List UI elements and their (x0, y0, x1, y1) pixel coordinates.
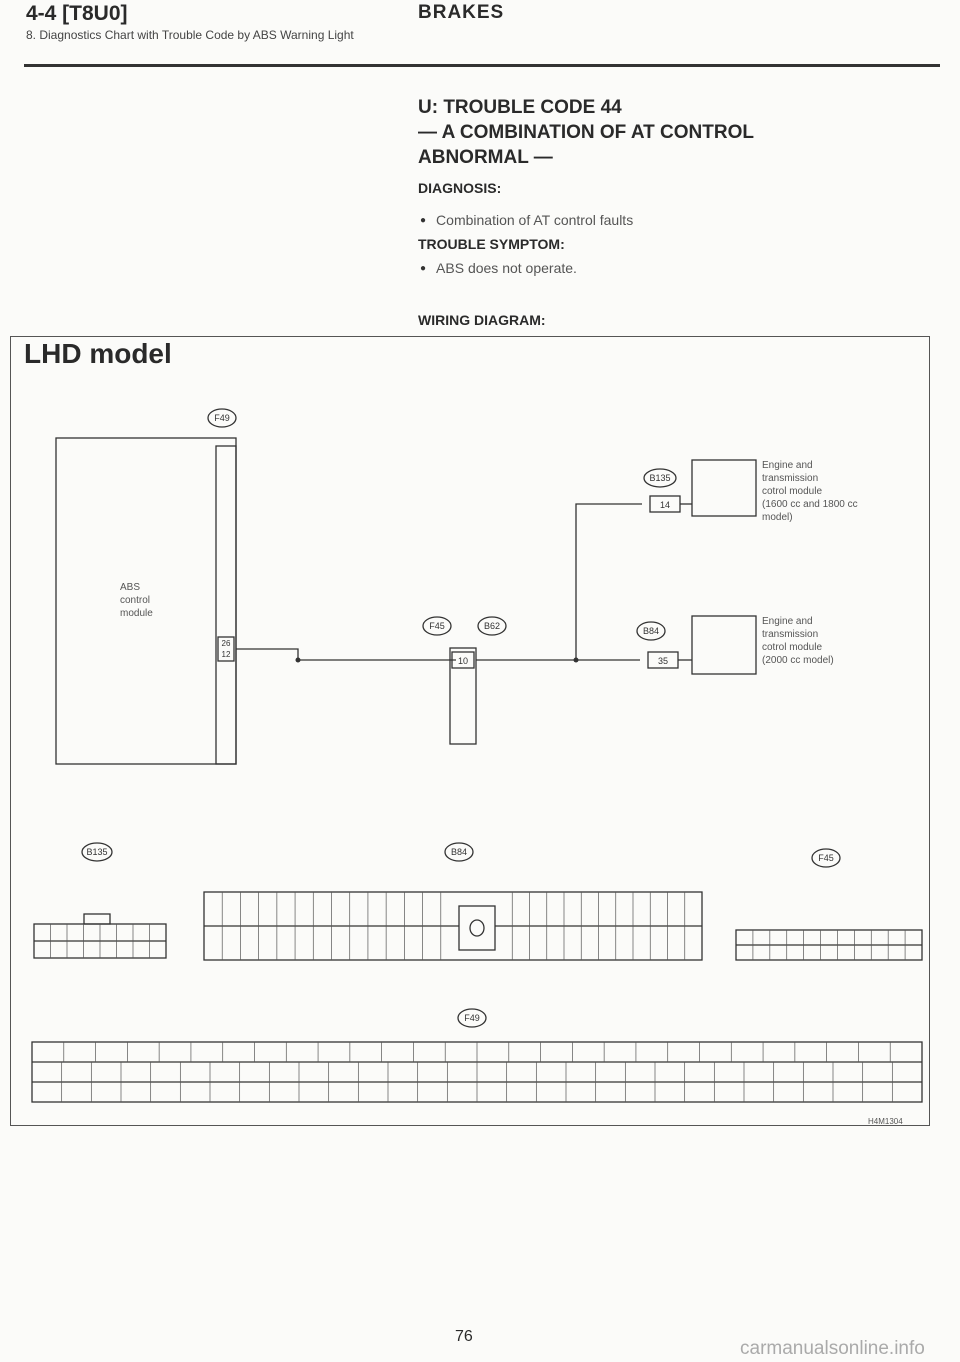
conn-text-bottom-mid: B84 (451, 847, 467, 857)
figure-code: H4M1304 (868, 1117, 903, 1126)
conn-ref-mid-a (422, 616, 452, 636)
conn-ref-bottom-long (457, 1008, 487, 1028)
conn-text-bottom-long: F49 (464, 1013, 480, 1023)
abs-pin-b: 12 (222, 650, 231, 659)
abs-pin-a: 26 (222, 639, 231, 648)
ecm2000-pin: 35 (658, 656, 668, 666)
ecm2000-label-4: (2000 cc model) (762, 655, 834, 666)
title-line-2: — A COMBINATION OF AT CONTROL (418, 122, 754, 143)
mid-pin-box (451, 651, 475, 669)
conn-text-mid-b: B62 (484, 621, 500, 631)
ecm1600-label-1: Engine and (762, 460, 813, 471)
abs-label-3: module (120, 608, 153, 619)
conn-ref-mid-b (477, 616, 507, 636)
wiring-label: WIRING DIAGRAM: (418, 312, 546, 328)
ecm2000-label-3: cotrol module (762, 642, 822, 653)
title-line-1: U: TROUBLE CODE 44 (418, 97, 622, 118)
ecm2000-box (691, 615, 757, 675)
page-number: 76 (455, 1328, 473, 1345)
abs-label-1: ABS (120, 582, 140, 593)
ecm1600-pin: 14 (660, 500, 670, 510)
header-rule (24, 64, 940, 67)
page-ref: 4-4 [T8U0] (26, 2, 128, 25)
conn-text-bottom-left: B135 (86, 847, 107, 857)
symptom-label: TROUBLE SYMPTOM: (418, 236, 565, 252)
conn-ref-ecm2000 (636, 621, 666, 641)
symptom-item: ABS does not operate. (420, 260, 577, 276)
ecm2000-label-1: Engine and (762, 616, 813, 627)
mid-pin: 10 (458, 656, 468, 666)
abs-pin-box (217, 636, 235, 662)
conn-text-bottom-right: F45 (818, 853, 834, 863)
title-line-3: ABNORMAL — (418, 147, 553, 168)
abs-connector-strip (215, 445, 237, 765)
conn-text-mid-a: F45 (429, 621, 445, 631)
section-title: BRAKES (418, 2, 505, 23)
wire-abs-to-mid (236, 648, 456, 661)
mid-connector (449, 647, 477, 745)
ecm1600-box (691, 459, 757, 517)
ecm1600-label-5: model) (762, 512, 793, 523)
section-subtitle: 8. Diagnostics Chart with Trouble Code b… (26, 28, 354, 42)
ecm1600-label-3: cotrol module (762, 486, 822, 497)
diagnosis-label: DIAGNOSIS: (418, 180, 502, 196)
trouble-code-title: U: TROUBLE CODE 44 — A COMBINATION OF AT… (418, 95, 888, 170)
diagnosis-item: Combination of AT control faults (420, 212, 633, 228)
conn-ref-bottom-left (81, 842, 113, 862)
conn-ref-bottom-right (811, 848, 841, 868)
ecm1600-label-4: (1600 cc and 1800 cc (762, 499, 858, 510)
ecm1600-label-2: transmission (762, 473, 818, 484)
conn-text-abs-top: F49 (214, 413, 230, 423)
conn-ref-bottom-mid (444, 842, 474, 862)
model-label: LHD model (24, 338, 172, 369)
wire-to-ecm1600 (575, 503, 642, 660)
conn-ref-ecm1600 (643, 468, 677, 488)
conn-text-ecm1600: B135 (649, 473, 670, 483)
conn-text-ecm2000: B84 (643, 626, 659, 636)
conn-ref-abs-top (207, 408, 237, 428)
diagram-frame (10, 336, 930, 1126)
watermark: carmanualsonline.info (740, 1338, 925, 1359)
ecm2000-label-2: transmission (762, 629, 818, 640)
abs-label-2: control (120, 595, 150, 606)
